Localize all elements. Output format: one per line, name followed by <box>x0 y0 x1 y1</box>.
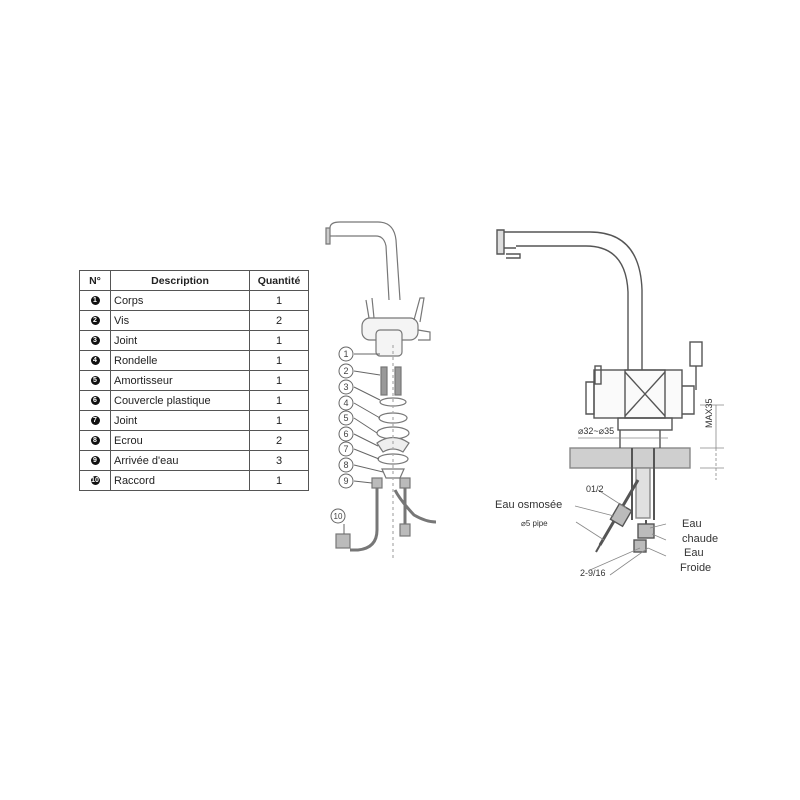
callout-label-4: 4 <box>343 398 348 408</box>
row-description: Raccord <box>110 470 250 491</box>
header-quantity: Quantité <box>249 270 309 291</box>
dimension-max-thickness: MAX35 <box>704 398 714 428</box>
row-description: Corps <box>110 290 250 311</box>
dimension-diameter: ⌀32~⌀35 <box>578 426 614 436</box>
number-badge: 5 <box>90 376 100 386</box>
dimension-pipe: ⌀5 pipe <box>521 519 548 528</box>
callout-6 <box>338 426 379 447</box>
label-hot-water-2: chaude <box>682 533 718 545</box>
row-description: Arrivée d'eau <box>110 450 250 471</box>
number-badge: 9 <box>90 456 100 466</box>
callout-label-2: 2 <box>343 366 348 376</box>
callout-label-6: 6 <box>343 429 348 439</box>
number-badge: 6 <box>90 396 100 406</box>
exploded-view <box>325 221 437 560</box>
callout-label-1: 1 <box>343 349 348 359</box>
row-quantity: 1 <box>249 470 309 491</box>
callout-4 <box>338 395 381 419</box>
row-description: Joint <box>110 410 250 431</box>
callout-8 <box>338 457 384 473</box>
callout-10 <box>330 508 346 534</box>
callout-label-10: 10 <box>334 512 343 521</box>
row-description: Joint <box>110 330 250 351</box>
callout-label-8: 8 <box>343 460 348 470</box>
callout-2 <box>338 363 381 379</box>
number-badge: 2 <box>90 316 100 326</box>
number-badge: 8 <box>90 436 100 446</box>
callout-label-3: 3 <box>343 382 348 392</box>
dimension-thread-osmosis: 01/2 <box>586 484 604 494</box>
callout-group <box>330 346 384 534</box>
callout-5 <box>338 410 378 434</box>
row-number: 10 <box>79 470 111 491</box>
number-badge: 7 <box>90 416 100 426</box>
callout-9 <box>338 473 373 489</box>
dimension-lines <box>574 404 724 576</box>
label-osmosis-water: Eau osmosée <box>495 499 562 511</box>
dimension-thread-hot-cold: 2-9/16 <box>580 568 606 578</box>
callout-7 <box>338 441 380 460</box>
callout-1 <box>338 346 380 362</box>
number-badge: 4 <box>90 356 100 366</box>
label-hot-water-1: Eau <box>682 518 702 530</box>
callout-label-7: 7 <box>343 444 348 454</box>
number-badge: 3 <box>90 336 100 346</box>
row-description: Couvercle plastique <box>110 390 250 411</box>
callout-label-9: 9 <box>343 476 348 486</box>
table-header-row: N° Description Quantité <box>79 270 309 291</box>
number-badge: 10 <box>90 476 100 486</box>
callout-label-5: 5 <box>343 413 348 423</box>
number-badge: 1 <box>90 296 100 306</box>
label-cold-water-1: Eau <box>684 547 704 559</box>
label-cold-water-2: Froide <box>680 562 711 574</box>
callout-3 <box>338 379 381 401</box>
installation-view <box>496 229 703 553</box>
